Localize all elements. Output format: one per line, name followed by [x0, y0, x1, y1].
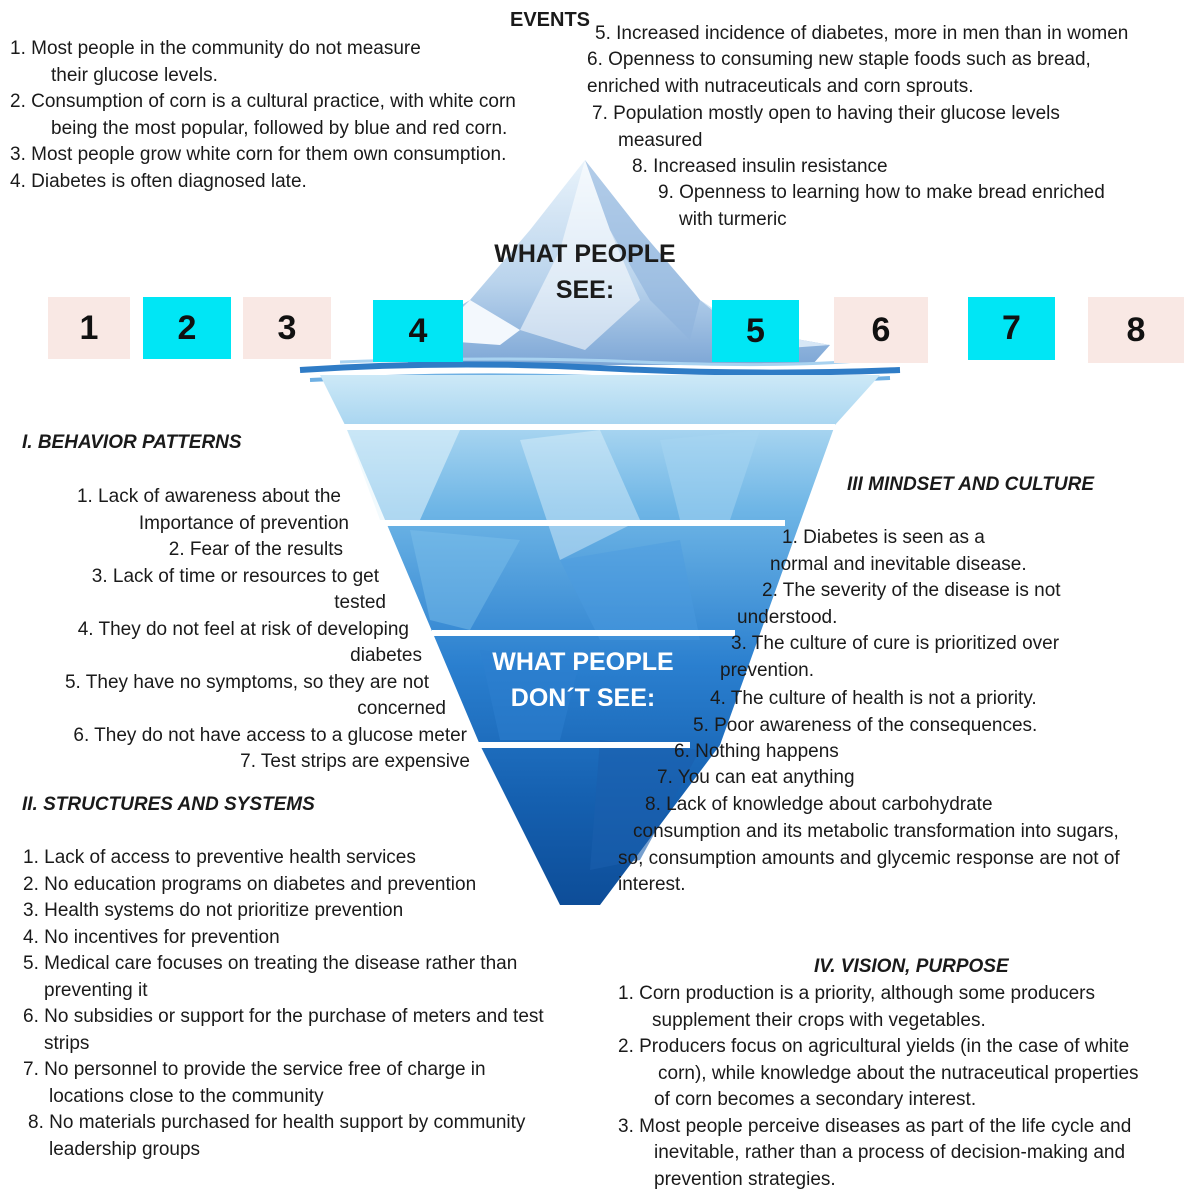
list-item: 4. They do not feel at risk of developin…: [0, 617, 470, 644]
list-item: leadership groups: [23, 1137, 544, 1164]
list-item: 8. No materials purchased for health sup…: [23, 1110, 544, 1137]
list-item: 6. Openness to consuming new staple food…: [587, 47, 1091, 74]
list-item: Importance of prevention: [0, 511, 470, 538]
list-item: 1. Lack of access to preventive health s…: [23, 845, 544, 872]
list-item: consumption and its metabolic transforma…: [633, 819, 1119, 846]
list-item: 1. Most people in the community do not m…: [10, 36, 516, 63]
list-item: strips: [23, 1031, 544, 1058]
events-title: EVENTS: [510, 9, 590, 32]
list-item: so, consumption amounts and glycemic res…: [618, 846, 1120, 873]
list-item: prevention strategies.: [618, 1167, 1139, 1193]
list-item: 1. Diabetes is seen as a: [782, 525, 985, 552]
list-item: measured: [618, 128, 703, 155]
mindset-title: III MINDSET AND CULTURE: [847, 474, 1094, 496]
number-box-4: 4: [373, 300, 463, 362]
list-item: 2. Consumption of corn is a cultural pra…: [10, 89, 516, 116]
list-item: 2. Producers focus on agricultural yield…: [618, 1034, 1139, 1061]
label-line: WHAT PEOPLE: [478, 644, 688, 680]
list-item: 6. They do not have access to a glucose …: [0, 723, 470, 750]
list-item: understood.: [737, 605, 837, 632]
label-line: DON´T SEE:: [478, 680, 688, 716]
label-line: SEE:: [480, 272, 690, 308]
events-left-list: 1. Most people in the community do not m…: [10, 36, 516, 195]
list-item: 3. Most people grow white corn for them …: [10, 142, 516, 169]
structures-list: 1. Lack of access to preventive health s…: [23, 845, 544, 1163]
list-item: 5. Medical care focuses on treating the …: [23, 951, 544, 978]
behavior-list: 1. Lack of awareness about the Importanc…: [0, 484, 470, 776]
list-item: diabetes: [0, 643, 470, 670]
what-people-dont-see-label: WHAT PEOPLE DON´T SEE:: [478, 644, 688, 716]
list-item: 7. You can eat anything: [657, 765, 855, 792]
list-item: 4. Diabetes is often diagnosed late.: [10, 169, 516, 196]
list-item: 2. The severity of the disease is not: [762, 578, 1061, 605]
behavior-title: I. BEHAVIOR PATTERNS: [22, 432, 242, 454]
vision-title: IV. VISION, PURPOSE: [814, 956, 1009, 978]
list-item: 8. Increased insulin resistance: [632, 154, 888, 181]
number-box-1: 1: [48, 297, 130, 359]
list-item: inevitable, rather than a process of dec…: [618, 1140, 1139, 1167]
list-item: 5. Poor awareness of the consequences.: [693, 713, 1037, 740]
label-line: WHAT PEOPLE: [480, 236, 690, 272]
list-item: 5. Increased incidence of diabetes, more…: [595, 21, 1128, 48]
list-item: 8. Lack of knowledge about carbohydrate: [645, 792, 993, 819]
what-people-see-label: WHAT PEOPLE SEE:: [480, 236, 690, 308]
list-item: 3. The culture of cure is prioritized ov…: [731, 631, 1059, 658]
list-item: with turmeric: [679, 207, 787, 234]
number-box-7: 7: [968, 297, 1055, 360]
list-item: prevention.: [720, 658, 814, 685]
list-item: concerned: [0, 696, 470, 723]
list-item: normal and inevitable disease.: [770, 552, 1027, 579]
list-item: their glucose levels.: [10, 63, 516, 90]
list-item: 3. Lack of time or resources to get: [0, 564, 470, 591]
list-item: 1. Lack of awareness about the: [0, 484, 470, 511]
list-item: interest.: [618, 872, 686, 899]
list-item: 3. Most people perceive diseases as part…: [618, 1114, 1139, 1141]
list-item: 1. Corn production is a priority, althou…: [618, 981, 1139, 1008]
list-item: 4. No incentives for prevention: [23, 925, 544, 952]
vision-list: 1. Corn production is a priority, althou…: [618, 981, 1139, 1193]
list-item: preventing it: [23, 978, 544, 1005]
list-item: 3. Health systems do not prioritize prev…: [23, 898, 544, 925]
list-item: 2. Fear of the results: [0, 537, 470, 564]
list-item: of corn becomes a secondary interest.: [618, 1087, 1139, 1114]
list-item: corn), while knowledge about the nutrace…: [618, 1061, 1139, 1088]
list-item: 4. The culture of health is not a priori…: [710, 686, 1037, 713]
list-item: 7. Test strips are expensive: [0, 749, 470, 776]
list-item: being the most popular, followed by blue…: [10, 116, 516, 143]
list-item: 6. Nothing happens: [674, 739, 839, 766]
list-item: enriched with nutraceuticals and corn sp…: [587, 74, 974, 101]
list-item: 6. No subsidies or support for the purch…: [23, 1004, 544, 1031]
number-box-3: 3: [243, 297, 331, 359]
list-item: supplement their crops with vegetables.: [618, 1008, 1139, 1035]
list-item: locations close to the community: [23, 1084, 544, 1111]
list-item: 9. Openness to learning how to make brea…: [658, 180, 1105, 207]
number-box-5: 5: [712, 300, 799, 362]
list-item: 7. No personnel to provide the service f…: [23, 1057, 544, 1084]
list-item: tested: [0, 590, 470, 617]
number-box-8: 8: [1088, 297, 1184, 363]
list-item: 7. Population mostly open to having thei…: [592, 101, 1060, 128]
list-item: 5. They have no symptoms, so they are no…: [0, 670, 470, 697]
list-item: 2. No education programs on diabetes and…: [23, 872, 544, 899]
number-box-2: 2: [143, 297, 231, 359]
number-box-6: 6: [834, 297, 928, 363]
structures-title: II. STRUCTURES AND SYSTEMS: [22, 794, 315, 816]
